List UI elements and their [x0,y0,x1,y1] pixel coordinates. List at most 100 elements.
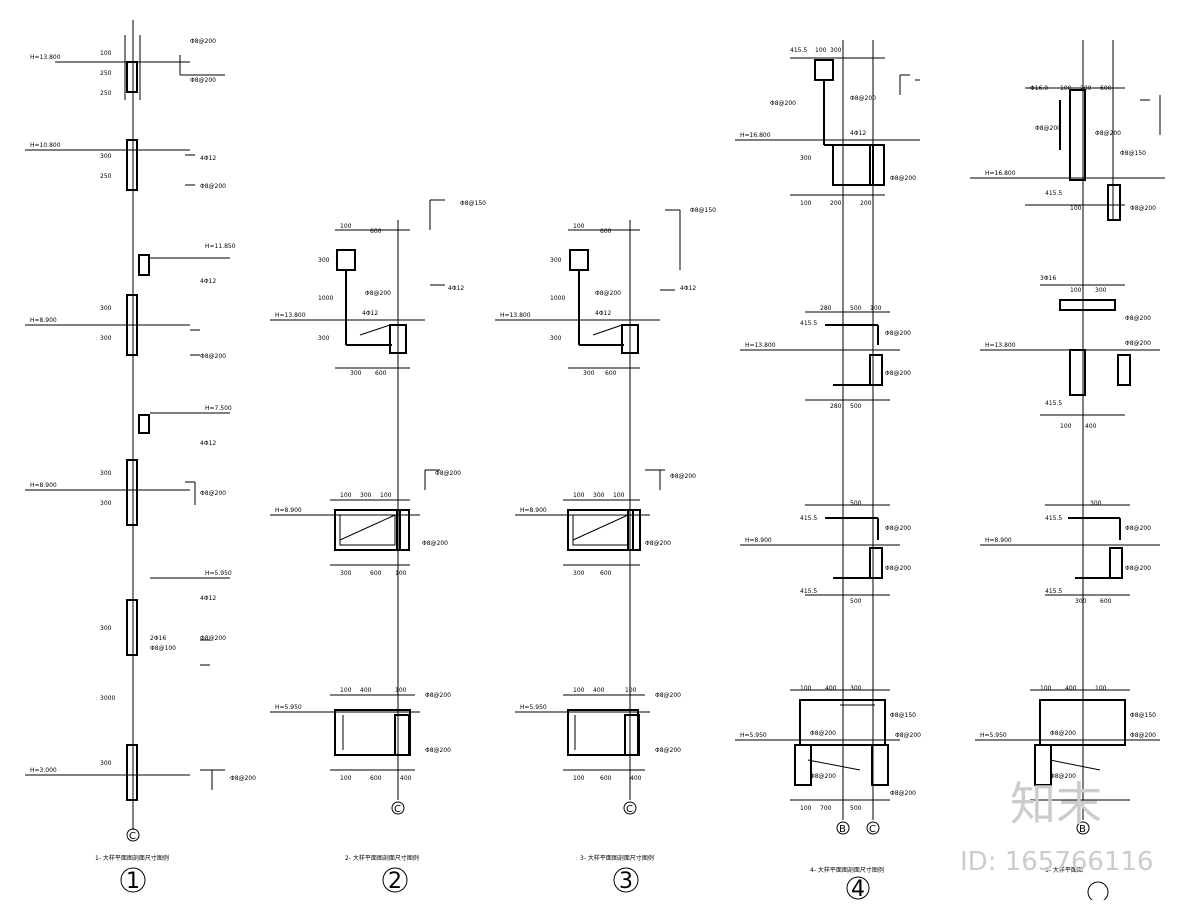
svg-text:500: 500 [850,305,862,312]
svg-text:300: 300 [100,625,112,632]
svg-text:Φ8@200: Φ8@200 [655,747,681,754]
svg-text:Φ8@150: Φ8@150 [1130,712,1156,719]
detail-caption: 5- 大样平面图 [1045,866,1083,874]
svg-text:100: 100 [395,570,407,577]
svg-text:Φ8@200: Φ8@200 [885,565,911,572]
svg-text:Φ8@200: Φ8@200 [1050,773,1076,780]
svg-text:Φ8@200: Φ8@200 [1050,730,1076,737]
svg-text:300: 300 [350,370,362,377]
detail-number: 3 [619,869,633,894]
svg-text:2Φ16: 2Φ16 [150,635,166,642]
svg-text:100: 100 [573,492,585,499]
svg-text:Φ8@200: Φ8@200 [200,183,226,190]
elevation-label: H=13.800 [985,342,1016,349]
svg-text:Φ8@200: Φ8@200 [850,95,876,102]
svg-text:250: 250 [100,70,112,77]
svg-text:4Φ12: 4Φ12 [448,285,464,292]
svg-text:1000: 1000 [318,295,333,302]
svg-text:415.5: 415.5 [800,588,817,595]
svg-text:500: 500 [850,598,862,605]
svg-text:Φ8@150: Φ8@150 [690,207,716,214]
svg-text:Φ8@200: Φ8@200 [885,370,911,377]
svg-text:Φ8@150: Φ8@150 [1120,150,1146,157]
svg-text:400: 400 [593,687,605,694]
axis-label: B [839,824,846,835]
svg-text:415.5: 415.5 [800,320,817,327]
svg-text:415.5: 415.5 [800,515,817,522]
svg-text:Φ8@200: Φ8@200 [670,473,696,480]
elevation-label: H=5.950 [740,732,767,739]
detail-caption: 1- 大样平面图剖面尺寸图例 [95,854,169,862]
svg-text:1000: 1000 [550,295,565,302]
svg-text:500: 500 [850,500,862,507]
axis-bubble [866,821,880,835]
svg-text:Φ8@200: Φ8@200 [1125,315,1151,322]
svg-text:Φ8@200: Φ8@200 [1130,732,1156,739]
svg-text:300: 300 [100,335,112,342]
svg-text:300: 300 [1090,500,1102,507]
svg-text:100: 100 [613,492,625,499]
svg-text:100: 100 [100,50,112,57]
detail-number-circle [382,867,408,893]
detail-caption: 2- 大样平面图剖面尺寸图例 [345,854,419,862]
svg-text:300: 300 [800,155,812,162]
svg-text:Φ16.0: Φ16.0 [1030,85,1048,92]
svg-text:100: 100 [1040,685,1052,692]
svg-text:100: 100 [380,492,392,499]
detail-caption: 3- 大样平面图剖面尺寸图例 [580,854,654,862]
elevation-label: H=7.500 [205,405,232,412]
svg-text:200: 200 [1080,85,1092,92]
svg-text:Φ8@200: Φ8@200 [1095,130,1121,137]
svg-text:4Φ12: 4Φ12 [200,440,216,447]
detail-caption: 4- 大样平面图剖面尺寸图例 [810,866,884,874]
svg-text:300: 300 [360,492,372,499]
svg-text:300: 300 [593,492,605,499]
elevation-label: H=16.800 [985,170,1016,177]
svg-text:100: 100 [870,305,882,312]
elevation-label: H=8.900 [985,537,1012,544]
axis-label: C [626,804,633,815]
svg-text:Φ8@200: Φ8@200 [645,540,671,547]
svg-text:100: 100 [1095,685,1107,692]
svg-text:Φ8@200: Φ8@200 [890,175,916,182]
svg-text:3Φ16: 3Φ16 [1040,275,1056,282]
svg-text:200: 200 [860,200,872,207]
svg-text:Φ8@200: Φ8@200 [200,635,226,642]
svg-text:Φ8@200: Φ8@200 [655,692,681,699]
svg-text:Φ8@200: Φ8@200 [1125,565,1151,572]
detail-column-2: 100 600 300 1000 300 Φ8@200 4Φ12 300 600 Φ8@1… [270,199,486,894]
svg-text:Φ8@200: Φ8@200 [895,732,921,739]
svg-text:4Φ12: 4Φ12 [850,130,866,137]
axis-label: C [129,831,136,842]
svg-text:Φ8@100: Φ8@100 [150,645,176,652]
elevation-label: H=5.950 [980,732,1007,739]
svg-text:300: 300 [100,500,112,507]
svg-text:700: 700 [820,805,832,812]
svg-text:280: 280 [830,403,842,410]
detail-number-circle [120,867,146,893]
svg-text:4Φ12: 4Φ12 [200,155,216,162]
axis-label: C [394,804,401,815]
svg-text:Φ8@200: Φ8@200 [425,692,451,699]
svg-text:4Φ12: 4Φ12 [680,285,696,292]
svg-text:4Φ12: 4Φ12 [200,278,216,285]
elevation-label: H=5.950 [275,704,302,711]
svg-text:100: 100 [395,687,407,694]
svg-text:415.5: 415.5 [790,47,807,54]
svg-text:Φ8@150: Φ8@150 [460,200,486,207]
svg-text:600: 600 [370,228,382,235]
svg-text:Φ8@200: Φ8@200 [1125,525,1151,532]
elevation-label: H=13.800 [275,312,306,319]
svg-text:300: 300 [318,257,330,264]
svg-text:300: 300 [583,370,595,377]
svg-text:400: 400 [825,685,837,692]
watermark-brand: 知末 [1010,777,1102,831]
svg-text:300: 300 [830,47,842,54]
svg-text:300: 300 [1095,287,1107,294]
detail-number-circle [846,876,870,900]
detail-number: 2 [388,869,402,894]
svg-text:Φ8@200: Φ8@200 [425,747,451,754]
svg-text:600: 600 [370,775,382,782]
